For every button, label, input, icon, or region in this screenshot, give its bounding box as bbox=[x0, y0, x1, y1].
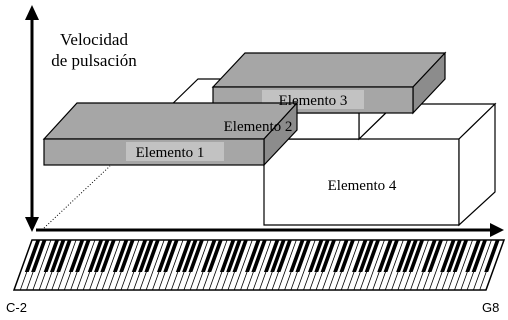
key-range-axis-arrow-right bbox=[490, 223, 504, 237]
black-key bbox=[320, 240, 337, 272]
black-key bbox=[251, 240, 267, 272]
white-key-divider bbox=[321, 239, 341, 291]
velocity-axis-arrow-down bbox=[25, 217, 39, 232]
black-key bbox=[358, 240, 374, 272]
black-key bbox=[232, 240, 248, 272]
black-key bbox=[94, 240, 110, 272]
element-4-block bbox=[263, 102, 497, 227]
white-key-divider bbox=[277, 239, 297, 291]
keyboard-low-label: C-2 bbox=[6, 300, 27, 315]
black-key bbox=[446, 240, 462, 272]
black-key bbox=[314, 240, 330, 272]
black-key bbox=[465, 240, 481, 272]
black-key bbox=[440, 240, 456, 272]
black-key bbox=[201, 240, 217, 272]
black-key bbox=[119, 240, 135, 272]
white-key-divider bbox=[145, 239, 165, 291]
white-key-divider bbox=[340, 239, 360, 291]
black-key bbox=[75, 240, 91, 272]
white-key-divider bbox=[101, 239, 121, 291]
black-key bbox=[175, 240, 192, 272]
velocity-label-line2: de pulsación bbox=[51, 51, 137, 70]
black-key bbox=[24, 240, 41, 272]
black-key bbox=[421, 240, 437, 272]
white-key-divider bbox=[296, 239, 316, 291]
black-key bbox=[402, 240, 418, 272]
black-key bbox=[100, 240, 116, 272]
black-key bbox=[263, 240, 280, 272]
black-key bbox=[219, 240, 236, 272]
black-key bbox=[163, 240, 179, 272]
black-key bbox=[43, 240, 60, 272]
white-key-divider bbox=[428, 239, 448, 291]
black-key bbox=[207, 240, 223, 272]
white-key-divider bbox=[473, 239, 492, 291]
black-key bbox=[182, 240, 198, 272]
black-key bbox=[352, 240, 368, 272]
element-4-side bbox=[458, 102, 496, 227]
element-3-label: Elemento 3 bbox=[279, 93, 348, 109]
white-key-divider bbox=[164, 239, 184, 291]
velocity-axis-arrow-up bbox=[25, 5, 39, 20]
piano-black-keys bbox=[24, 240, 500, 272]
black-key bbox=[364, 240, 381, 272]
black-key bbox=[377, 240, 393, 272]
black-key bbox=[270, 240, 286, 272]
black-key bbox=[56, 240, 72, 272]
white-key-divider bbox=[76, 239, 96, 291]
white-key-divider bbox=[454, 239, 473, 291]
white-key-divider bbox=[32, 239, 52, 291]
element-3-block bbox=[211, 51, 447, 115]
white-key-divider bbox=[410, 239, 429, 291]
black-key bbox=[295, 240, 311, 272]
element-1-label: Elemento 1 bbox=[136, 145, 205, 161]
element-3-top bbox=[211, 52, 447, 88]
black-key bbox=[289, 240, 305, 272]
white-key-divider bbox=[366, 239, 385, 291]
black-key bbox=[188, 240, 204, 272]
projection-dotted-line bbox=[43, 165, 111, 229]
black-key bbox=[276, 240, 292, 272]
black-key bbox=[383, 240, 399, 272]
white-key-divider bbox=[252, 239, 272, 291]
velocity-label-line1: Velocidad bbox=[60, 30, 128, 49]
black-key bbox=[408, 240, 425, 272]
white-key-divider bbox=[189, 239, 209, 291]
element-2-label: Elemento 2 bbox=[224, 119, 293, 135]
black-key bbox=[339, 240, 355, 272]
black-key bbox=[156, 240, 173, 272]
black-key bbox=[484, 240, 500, 272]
element-1-block bbox=[42, 101, 299, 167]
key-range-axis bbox=[36, 223, 504, 237]
black-key bbox=[471, 240, 488, 272]
white-key-divider bbox=[208, 239, 228, 291]
white-key-divider bbox=[57, 239, 77, 291]
black-key bbox=[427, 240, 444, 272]
black-key bbox=[87, 240, 104, 272]
element-4-label: Elemento 4 bbox=[328, 178, 397, 194]
white-key-divider bbox=[384, 239, 404, 291]
black-key bbox=[138, 240, 154, 272]
black-key bbox=[308, 240, 324, 272]
element-1-label-highlight bbox=[126, 142, 224, 161]
black-key bbox=[49, 240, 66, 272]
black-key bbox=[226, 240, 242, 272]
white-key-divider bbox=[233, 239, 253, 291]
keyboard-high-label: G8 bbox=[482, 300, 499, 315]
black-key bbox=[333, 240, 349, 272]
black-key bbox=[452, 240, 469, 272]
black-key bbox=[144, 240, 160, 272]
black-key bbox=[245, 240, 261, 272]
piano-keyboard bbox=[12, 239, 506, 291]
white-key-divider bbox=[120, 239, 140, 291]
velocity-axis bbox=[25, 5, 39, 232]
black-key bbox=[68, 240, 85, 272]
black-key bbox=[112, 240, 129, 272]
black-key bbox=[396, 240, 412, 272]
black-key bbox=[131, 240, 148, 272]
black-key bbox=[31, 240, 47, 272]
